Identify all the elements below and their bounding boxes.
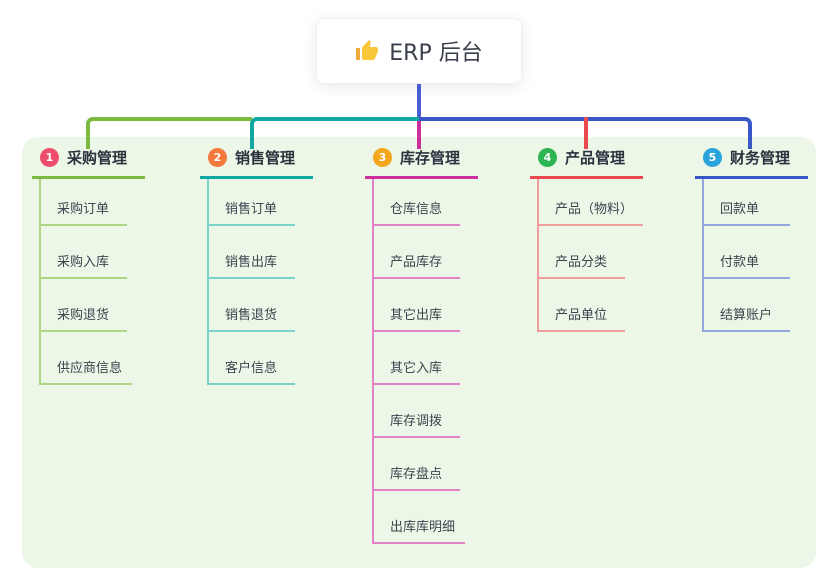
branch-title-label: 库存管理 (400, 149, 461, 167)
branch-number-badge: 2 (208, 148, 227, 167)
branch-1-title[interactable]: 1 采购管理 (32, 148, 145, 179)
branch-sub-list: 回款单付款单结算账户 (702, 179, 808, 332)
branch-5: 5 财务管理 回款单付款单结算账户 (695, 148, 808, 332)
sub-item[interactable]: 仓库信息 (374, 179, 460, 226)
connector-drop-branch4 (584, 117, 588, 149)
sub-item-label: 库存盘点 (390, 467, 443, 482)
sub-item[interactable]: 付款单 (704, 226, 790, 279)
branch-title-label: 销售管理 (235, 149, 296, 167)
sub-item-label: 仓库信息 (390, 202, 443, 217)
sub-item[interactable]: 采购入库 (41, 226, 127, 279)
sub-item[interactable]: 产品库存 (374, 226, 460, 279)
branch-4: 4 产品管理 产品（物料） 产品分类产品单位 (530, 148, 644, 332)
sub-item-label: 其它出库 (390, 308, 443, 323)
branches-panel (22, 137, 816, 568)
sub-item[interactable]: 产品（物料） (539, 179, 644, 226)
sub-item[interactable]: 其它出库 (374, 279, 460, 332)
sub-item[interactable]: 客户信息 (209, 332, 295, 385)
sub-item[interactable]: 出库库明细 (374, 491, 466, 544)
sub-item-label: 销售出库 (225, 255, 278, 270)
sub-item[interactable]: 其它入库 (374, 332, 460, 385)
sub-item-label: 其它入库 (390, 361, 443, 376)
connector-root-line (417, 84, 421, 125)
sub-item-label: 采购入库 (57, 255, 110, 270)
connector-bus-branch1 (86, 117, 252, 149)
sub-item-label: 采购退货 (57, 308, 110, 323)
sub-item-label: 客户信息 (225, 361, 278, 376)
sub-item[interactable]: 供应商信息 (41, 332, 133, 385)
sub-item-label: 库存调拨 (390, 414, 443, 429)
connector-drop-branch3 (417, 121, 421, 149)
branch-2-title[interactable]: 2 销售管理 (200, 148, 313, 179)
sub-item-label: 产品单位 (555, 308, 608, 323)
branch-sub-list: 销售订单销售出库销售退货客户信息 (207, 179, 313, 385)
sub-item-label: 产品库存 (390, 255, 443, 270)
sub-item-label: 产品分类 (555, 255, 608, 270)
sub-item[interactable]: 销售退货 (209, 279, 295, 332)
branch-4-title[interactable]: 4 产品管理 (530, 148, 643, 179)
sub-item-label: 产品（物料） (555, 202, 634, 217)
branch-number-badge: 3 (373, 148, 392, 167)
branch-2: 2 销售管理 销售订单销售出库销售退货客户信息 (200, 148, 313, 385)
branch-5-title[interactable]: 5 财务管理 (695, 148, 808, 179)
sub-item[interactable]: 库存调拨 (374, 385, 460, 438)
sub-item[interactable]: 回款单 (704, 179, 790, 226)
connector-bus-branch2 (250, 117, 419, 149)
branch-number-badge: 5 (703, 148, 722, 167)
branch-title-label: 采购管理 (67, 149, 128, 167)
root-node[interactable]: ERP 后台 (316, 18, 522, 84)
sub-item[interactable]: 库存盘点 (374, 438, 460, 491)
sub-item[interactable]: 结算账户 (704, 279, 790, 332)
branch-1: 1 采购管理 采购订单采购入库采购退货供应商信息 (32, 148, 145, 385)
sub-item-label: 回款单 (720, 202, 760, 217)
branch-sub-list: 仓库信息产品库存其它出库其它入库库存调拨库存盘点出库库明细 (372, 179, 478, 544)
sub-item-label: 出库库明细 (390, 520, 456, 535)
branch-title-label: 产品管理 (565, 149, 626, 167)
sub-item-label: 销售订单 (225, 202, 278, 217)
sub-item[interactable]: 产品单位 (539, 279, 625, 332)
branch-title-label: 财务管理 (730, 149, 791, 167)
sub-item-label: 供应商信息 (57, 361, 123, 376)
sub-item-label: 付款单 (720, 255, 760, 270)
sub-item[interactable]: 采购订单 (41, 179, 127, 226)
branch-sub-list: 采购订单采购入库采购退货供应商信息 (39, 179, 145, 385)
sub-item[interactable]: 销售出库 (209, 226, 295, 279)
branch-3-title[interactable]: 3 库存管理 (365, 148, 478, 179)
branch-number-badge: 4 (538, 148, 557, 167)
sub-item-label: 采购订单 (57, 202, 110, 217)
sub-item[interactable]: 采购退货 (41, 279, 127, 332)
branch-sub-list: 产品（物料） 产品分类产品单位 (537, 179, 644, 332)
sub-item-label: 结算账户 (720, 308, 773, 323)
branch-3: 3 库存管理 仓库信息产品库存其它出库其它入库库存调拨库存盘点出库库明细 (365, 148, 478, 544)
branch-number-badge: 1 (40, 148, 59, 167)
sub-item[interactable]: 产品分类 (539, 226, 625, 279)
sub-item[interactable]: 销售订单 (209, 179, 295, 226)
thumbs-up-icon (355, 39, 379, 63)
root-title: ERP 后台 (389, 41, 483, 66)
sub-item-label: 销售退货 (225, 308, 278, 323)
